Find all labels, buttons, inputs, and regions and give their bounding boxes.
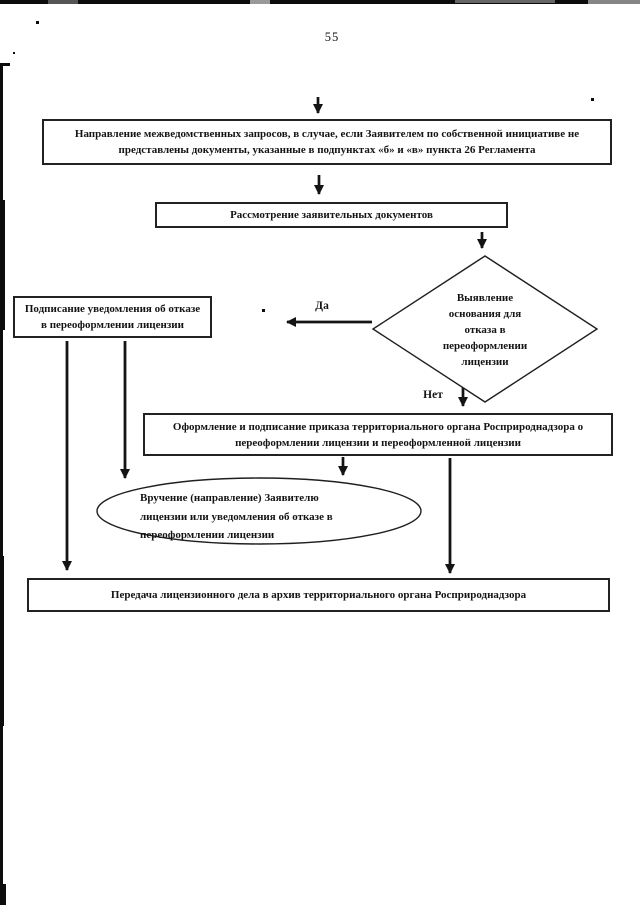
flow-node-review-documents: Рассмотрение заявительных документов <box>155 202 508 228</box>
node-text-line: в переоформлении лицензии <box>41 319 184 331</box>
node-text-line: Передача лицензионного дела в архив терр… <box>110 589 527 601</box>
flow-node-sign-refusal-notice: Подписание уведомления об отказе в перео… <box>13 296 212 338</box>
node-text-line: переоформлении лицензии и переоформленно… <box>235 436 521 449</box>
node-text-line: представлены документы, указанные в подп… <box>118 144 536 156</box>
edge-label-no: Нет <box>423 389 443 401</box>
node-text-line: отказа в <box>464 324 506 336</box>
node-text-line: Выявление <box>456 292 514 304</box>
node-text-line: лицензии или уведомления об отказе в <box>140 510 333 523</box>
node-text-line: лицензии <box>461 356 509 368</box>
scan-speck <box>591 98 594 101</box>
node-text-line: Рассмотрение заявительных документов <box>230 209 433 221</box>
flow-node-issue-order: Оформление и подписание приказа территор… <box>143 413 613 456</box>
scan-artifact-top-edge-segment <box>250 0 270 4</box>
scan-speck <box>36 21 39 24</box>
flow-node-deliver-license-ellipse <box>96 477 422 545</box>
flow-node-transfer-to-archive: Передача лицензионного дела в архив терр… <box>27 578 610 612</box>
scan-artifact-top-edge <box>0 0 640 4</box>
scan-speck <box>262 309 265 312</box>
scan-artifact-top-edge-segment <box>48 0 78 4</box>
scan-artifact-left-edge-segment <box>0 556 4 726</box>
node-text-line: Подписание уведомления об отказе <box>24 303 201 315</box>
flow-node-refusal-decision-diamond <box>371 255 599 403</box>
flow-node-refusal-decision-text: Выявление основания для отказа в переофо… <box>415 290 555 370</box>
scan-artifact-left-edge-segment <box>0 884 6 905</box>
scan-artifact-left-edge-segment <box>0 200 5 330</box>
page-number: 55 <box>324 30 340 44</box>
node-text-line: переоформлении <box>442 340 528 352</box>
node-text-line: основания для <box>448 308 522 320</box>
scan-artifact-left-edge <box>0 64 3 905</box>
scan-artifact-left-edge-tick <box>0 63 10 66</box>
flow-node-deliver-license-text: Вручение (направление) Заявителю лицензи… <box>140 489 400 545</box>
scan-speck <box>13 52 15 54</box>
node-text-line: переоформлении лицензии <box>140 529 275 541</box>
scan-artifact-top-edge-segment <box>455 0 555 3</box>
flow-node-interagency-requests: Направление межведомственных запросов, в… <box>42 119 612 165</box>
node-text-line: Оформление и подписание приказа территор… <box>172 420 584 433</box>
node-text-line: Направление межведомственных запросов, в… <box>74 128 580 140</box>
scan-artifact-top-edge-segment <box>588 0 640 4</box>
node-text-line: Вручение (направление) Заявителю <box>140 492 319 504</box>
edge-label-yes: Да <box>315 300 329 312</box>
